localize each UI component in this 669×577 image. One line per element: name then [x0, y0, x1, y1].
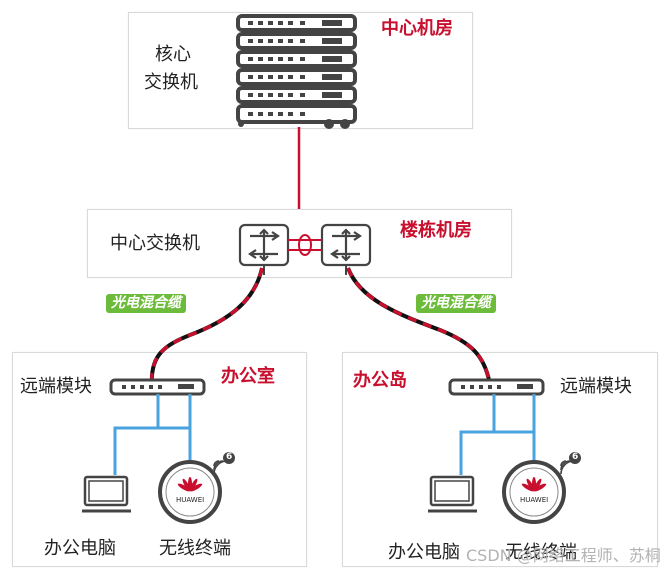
- remote-module-right-icon: [448, 378, 545, 396]
- hybrid-cable-left-label: 光电混合缆: [106, 294, 186, 314]
- office-left-title: 办公室: [221, 366, 275, 387]
- hybrid-cable-right: [346, 267, 492, 386]
- hybrid-cable-left: [149, 267, 264, 386]
- access-point-right-icon: [502, 460, 566, 524]
- building-switch-left-icon: [238, 223, 290, 267]
- remote-module-left-icon: [109, 378, 206, 396]
- wifi6-left-badge: 6: [226, 452, 233, 462]
- hybrid-cable-right-label: 光电混合缆: [416, 294, 496, 314]
- watermark: CSDN @网络工程师、苏桐: [466, 546, 661, 565]
- building-switch-right-icon: [320, 223, 372, 267]
- building-room-title: 楼栋机房: [400, 220, 472, 241]
- core-switch-label-line1: 核心: [155, 44, 191, 65]
- core-switch-icon: [236, 14, 357, 124]
- core-switch-label-line2: 交换机: [144, 72, 198, 93]
- remote-module-left-label: 远端模块: [20, 376, 92, 397]
- office-right-title: 办公岛: [353, 370, 407, 391]
- laptop-left-icon: [82, 475, 131, 513]
- center-switch-label: 中心交换机: [110, 233, 200, 254]
- pc-left-label: 办公电脑: [44, 538, 116, 559]
- laptop-right-icon: [428, 475, 477, 513]
- access-point-left-icon: [158, 460, 222, 524]
- pc-right-label: 办公电脑: [388, 542, 460, 563]
- ap-left-label: 无线终端: [159, 538, 231, 559]
- ethernet-links-right: [459, 394, 536, 475]
- wifi6-left-icon: [213, 452, 235, 475]
- ethernet-links-left: [113, 394, 192, 475]
- wifi6-right-icon: [560, 452, 581, 475]
- stack-link: [288, 234, 322, 256]
- core-room-title: 中心机房: [381, 18, 453, 39]
- ap-left-brand: HUAWEI: [176, 496, 205, 504]
- wifi6-right-badge: 6: [572, 452, 579, 462]
- remote-module-right-label: 远端模块: [560, 376, 632, 397]
- ap-right-brand: HUAWEI: [520, 496, 549, 504]
- ap-right-label: 无线终端: [505, 542, 577, 563]
